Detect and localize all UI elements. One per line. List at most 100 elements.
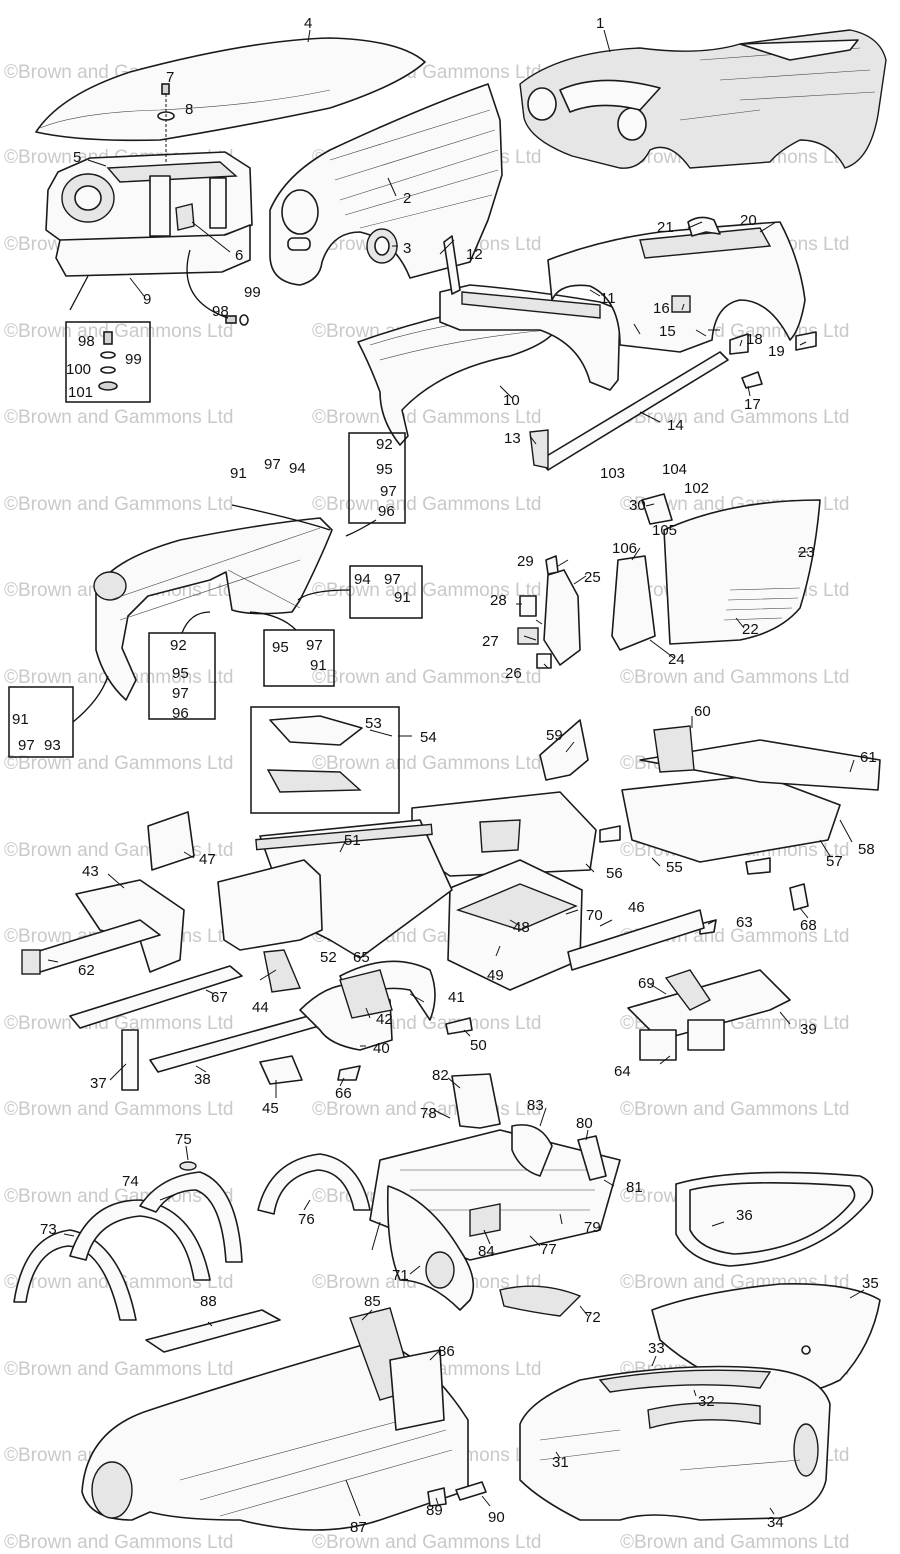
fixings-box-95-91 bbox=[249, 611, 335, 687]
part-number-30: 30 bbox=[629, 497, 646, 514]
part-number-9: 9 bbox=[143, 291, 151, 308]
part-number-66: 66 bbox=[335, 1085, 352, 1102]
part-number-96: 96 bbox=[172, 705, 189, 722]
part-number-15: 15 bbox=[659, 323, 676, 340]
watermark: ©Brown and Gammons Ltd bbox=[4, 1359, 233, 1380]
complete-body-shell bbox=[519, 29, 887, 169]
part-number-60: 60 bbox=[694, 703, 711, 720]
part-number-14: 14 bbox=[667, 417, 684, 434]
watermark: ©Brown and Gammons Ltd bbox=[620, 1532, 849, 1553]
part-number-67: 67 bbox=[211, 989, 228, 1006]
door-panel-22-23 bbox=[663, 499, 821, 645]
part-number-101: 101 bbox=[68, 384, 93, 401]
part-number-1: 1 bbox=[596, 15, 604, 32]
hardtop-frame-36 bbox=[675, 1171, 874, 1267]
watermark: ©Brown and Gammons Ltd bbox=[4, 407, 233, 428]
part-number-16: 16 bbox=[653, 300, 670, 317]
part-number-29: 29 bbox=[517, 553, 534, 570]
part-number-40: 40 bbox=[373, 1040, 390, 1057]
long-panel-46 bbox=[567, 909, 705, 971]
part-number-73: 73 bbox=[40, 1221, 57, 1238]
part-number-49: 49 bbox=[487, 967, 504, 984]
part-number-98: 98 bbox=[212, 303, 229, 320]
small-brackets-44-45-50-55-66 bbox=[259, 825, 771, 1085]
fixings-box-91-93 bbox=[8, 675, 109, 758]
part-number-2: 2 bbox=[403, 190, 411, 207]
bonnet-stop-fixing-7-8 bbox=[157, 83, 175, 165]
part-number-103: 103 bbox=[600, 465, 625, 482]
rear-shelf-88 bbox=[145, 1309, 281, 1353]
valance-fixing-98-99 bbox=[69, 249, 249, 326]
part-number-50: 50 bbox=[470, 1037, 487, 1054]
rear-body-shell-31-34 bbox=[519, 1365, 831, 1521]
watermark: ©Brown and Gammons Ltd bbox=[312, 667, 541, 688]
part-number-5: 5 bbox=[73, 149, 81, 166]
part-number-31: 31 bbox=[552, 1454, 569, 1471]
part-number-97: 97 bbox=[18, 737, 35, 754]
floor-parts-box-54 bbox=[250, 706, 400, 814]
part-number-37: 37 bbox=[90, 1075, 107, 1092]
watermark: ©Brown and Gammons Ltd bbox=[620, 407, 849, 428]
watermark: ©Brown and Gammons Ltd bbox=[4, 1532, 233, 1553]
part-number-69: 69 bbox=[638, 975, 655, 992]
part-number-99: 99 bbox=[244, 284, 261, 301]
part-number-97: 97 bbox=[306, 637, 323, 654]
bonnet-lock-bracket-6 bbox=[175, 203, 195, 231]
chassis-leg-39-64-69 bbox=[627, 969, 791, 1061]
bonnet-panel bbox=[35, 37, 426, 142]
part-number-64: 64 bbox=[614, 1063, 631, 1080]
brackets-59-60-63-68 bbox=[539, 719, 809, 935]
part-number-12: 12 bbox=[466, 246, 483, 263]
part-number-34: 34 bbox=[767, 1514, 784, 1531]
part-number-80: 80 bbox=[576, 1115, 593, 1132]
part-number-104: 104 bbox=[662, 461, 687, 478]
part-number-42: 42 bbox=[376, 1011, 393, 1028]
part-number-65: 65 bbox=[353, 949, 370, 966]
part-number-10: 10 bbox=[503, 392, 520, 409]
watermark: ©Brown and Gammons Ltd bbox=[312, 753, 541, 774]
part-number-100: 100 bbox=[66, 361, 91, 378]
part-number-3: 3 bbox=[403, 240, 411, 257]
part-number-70: 70 bbox=[586, 907, 603, 924]
part-number-102: 102 bbox=[684, 480, 709, 497]
watermark: ©Brown and Gammons Ltd bbox=[312, 580, 541, 601]
part-number-93: 93 bbox=[44, 737, 61, 754]
part-number-25: 25 bbox=[584, 569, 601, 586]
part-number-95: 95 bbox=[172, 665, 189, 682]
part-number-71: 71 bbox=[392, 1267, 409, 1284]
part-number-45: 45 bbox=[262, 1100, 279, 1117]
part-number-28: 28 bbox=[490, 592, 507, 609]
part-number-11: 11 bbox=[600, 290, 616, 307]
fixings-box-92-96-lower bbox=[148, 611, 216, 720]
hinge-parts-26-30 bbox=[517, 493, 673, 669]
watermark: ©Brown and Gammons Ltd bbox=[4, 1099, 233, 1120]
part-number-94: 94 bbox=[289, 460, 306, 477]
part-number-55: 55 bbox=[666, 859, 683, 876]
part-number-46: 46 bbox=[628, 899, 645, 916]
front-chassis-rail-62 bbox=[21, 919, 161, 975]
part-number-78: 78 bbox=[420, 1105, 437, 1122]
part-number-23: 23 bbox=[798, 544, 815, 561]
small-brackets-12-21 bbox=[443, 216, 817, 389]
part-number-98: 98 bbox=[78, 333, 95, 350]
fixings-box-98-101 bbox=[65, 321, 151, 403]
sill-end-72 bbox=[499, 1285, 582, 1317]
rear-body-inner-85-86-87 bbox=[81, 1307, 469, 1531]
part-number-33: 33 bbox=[648, 1340, 665, 1357]
part-number-72: 72 bbox=[584, 1309, 601, 1326]
part-number-21: 21 bbox=[657, 219, 674, 236]
fixings-box-94-91 bbox=[297, 565, 423, 619]
watermark: ©Brown and Gammons Ltd bbox=[4, 753, 233, 774]
part-number-74: 74 bbox=[122, 1173, 139, 1190]
part-number-83: 83 bbox=[527, 1097, 544, 1114]
rear-bulkhead-panel-56 bbox=[411, 791, 597, 877]
watermark: ©Brown and Gammons Ltd bbox=[4, 1013, 233, 1034]
part-number-20: 20 bbox=[740, 212, 757, 229]
part-number-53: 53 bbox=[365, 715, 382, 732]
part-number-82: 82 bbox=[432, 1067, 449, 1084]
part-number-6: 6 bbox=[235, 247, 243, 264]
leader-lines bbox=[47, 29, 865, 1517]
watermark: ©Brown and Gammons Ltd bbox=[312, 1532, 541, 1553]
part-number-84: 84 bbox=[478, 1243, 495, 1260]
